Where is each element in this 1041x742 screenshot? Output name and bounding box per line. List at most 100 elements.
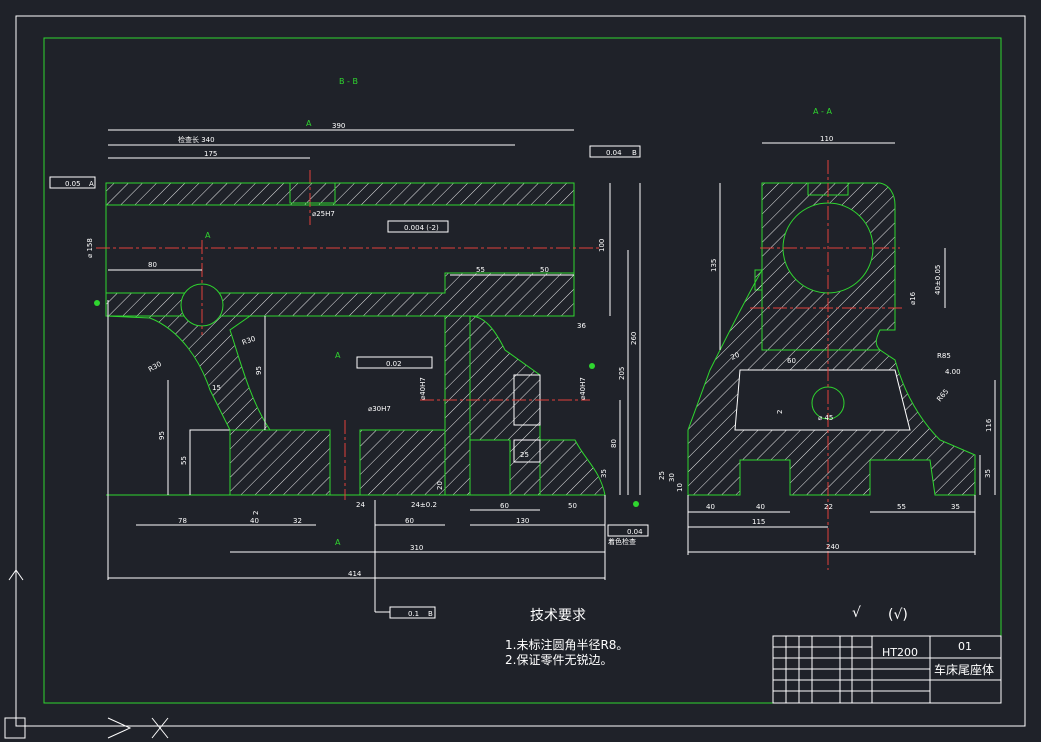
pocket-b (513, 439, 541, 463)
dim-25: 25 (520, 451, 529, 459)
dim-175: 175 (204, 150, 217, 158)
ucs-x-arrow (107, 717, 132, 739)
aa-phi45: ⌀ 45 (818, 414, 833, 422)
aa-dim-115: 115 (752, 518, 765, 526)
dim-130: 130 (516, 517, 529, 525)
tol-pos: 0.02 (386, 360, 402, 368)
tol-perp-ref: B (632, 149, 637, 157)
dim-35: 35 (600, 469, 608, 478)
label-a-bottom: A (335, 538, 341, 547)
phi40b: ⌀40H7 (419, 377, 427, 400)
dim-40: 40 (250, 517, 259, 525)
section-aa: A - A 110 135 40±0.05 ⌀16 60 20 2 ⌀ 45 R… (658, 107, 996, 570)
section-aa-title: A - A (813, 107, 832, 116)
dim-55b: 55 (180, 456, 188, 465)
aa-phi16: ⌀16 (909, 291, 917, 305)
aa-dim-110: 110 (820, 135, 833, 143)
phi25: ⌀25H7 (312, 210, 335, 218)
tol-perp: 0.04 (606, 149, 622, 157)
tol-parallel-ref: A (89, 180, 94, 188)
dim-2: 2 (252, 511, 260, 515)
phi30: ⌀30H7 (368, 405, 391, 413)
phi40: ⌀40H7 (579, 377, 587, 400)
aa-dim-10: 10 (676, 483, 684, 492)
r30b: R30 (241, 335, 257, 347)
aa-dim-400: 4.00 (945, 368, 961, 376)
roughness-symbol: √ (852, 605, 861, 621)
aa-dim-40b: 40 (756, 503, 765, 511)
aa-dim-60: 60 (787, 357, 796, 365)
dim-100: 100 (598, 239, 606, 252)
top-wall-hatch (105, 182, 575, 206)
base-hatch-b (359, 429, 446, 496)
base-hatch-a (229, 429, 331, 496)
aa-dim-22: 22 (824, 503, 833, 511)
aa-dim-135: 135 (710, 259, 718, 272)
section-bb: B - B 390 检查长 340 (49, 77, 649, 619)
dim-60b: 60 (500, 502, 509, 510)
aa-dim-20: 20 (729, 351, 740, 362)
dim-340: 检查长 340 (178, 135, 215, 144)
note-bottom: 着色检查 (608, 537, 636, 546)
middle-wall-hatch (105, 272, 575, 317)
tol-bottom-ref: B (428, 610, 433, 618)
tech-item-2: 2.保证零件无锐边。 (505, 653, 612, 667)
datum-marker-right (589, 363, 595, 369)
tech-item-1: 1.未标注圆角半径R8。 (505, 637, 628, 652)
right-rib-hatch (444, 315, 471, 496)
aa-dim-2: 2 (776, 410, 784, 414)
ucs-x-b (151, 717, 169, 739)
datum-marker-bottom (633, 501, 639, 507)
aa-r65: R65 (935, 388, 950, 404)
right-web-hatch (469, 315, 541, 496)
ucs-box (4, 717, 26, 739)
dim-78: 78 (178, 517, 187, 525)
phi58: ⌀ 158 (86, 238, 94, 258)
aa-dim-116: 116 (985, 418, 993, 432)
dim-24: 24 (356, 501, 365, 509)
section-bb-title: B - B (339, 77, 358, 86)
tech-title: 技术要求 (530, 608, 586, 624)
title-drawing-no: 01 (958, 640, 972, 653)
tol-parallel: 0.05 (65, 180, 81, 188)
aa-dim-25: 25 (658, 471, 666, 480)
left-rib-hatch (105, 315, 271, 431)
tol-perp-frame (589, 145, 641, 158)
tol-cyl-frame (387, 220, 449, 233)
inner-frame (43, 37, 1002, 704)
right-foot-hatch (539, 439, 606, 496)
top-boss (289, 182, 336, 204)
tol-flat-frame (607, 524, 649, 537)
dim-60: 60 (405, 517, 414, 525)
tol-bottom: 0.1 (408, 610, 419, 618)
dim-80: 80 (148, 261, 157, 269)
label-a-top: A (306, 119, 312, 128)
dim-414: 414 (348, 570, 362, 578)
aa-dim-35b: 35 (951, 503, 960, 511)
pocket (513, 374, 541, 426)
aa-r85: R85 (937, 352, 951, 360)
dim-50: 50 (540, 266, 549, 274)
r15: 15 (212, 384, 221, 392)
tol-parallel-frame (49, 176, 96, 189)
dim-32: 32 (293, 517, 302, 525)
dim-55: 55 (476, 266, 485, 274)
label-a-left: A (205, 231, 211, 240)
aa-dim-55: 55 (897, 503, 906, 511)
aa-dim-30: 30 (668, 473, 676, 482)
dim-24pm: 24±0.2 (411, 501, 437, 509)
dim-310: 310 (410, 544, 423, 552)
dim-95a: 95 (158, 431, 166, 440)
title-block: HT200 01 车床尾座体 (772, 635, 1002, 704)
title-material: HT200 (882, 646, 918, 659)
ucs-icon (4, 569, 169, 739)
tol-cyl: 0.004 (-2) (404, 224, 439, 232)
dim-50b: 50 (568, 502, 577, 510)
dim-260: 260 (630, 332, 638, 345)
aa-dim-40pm: 40±0.05 (934, 265, 942, 295)
left-foot (189, 429, 231, 496)
aa-dim-240: 240 (826, 543, 839, 551)
dim-205: 205 (618, 367, 626, 380)
datum-marker-left (94, 300, 100, 306)
